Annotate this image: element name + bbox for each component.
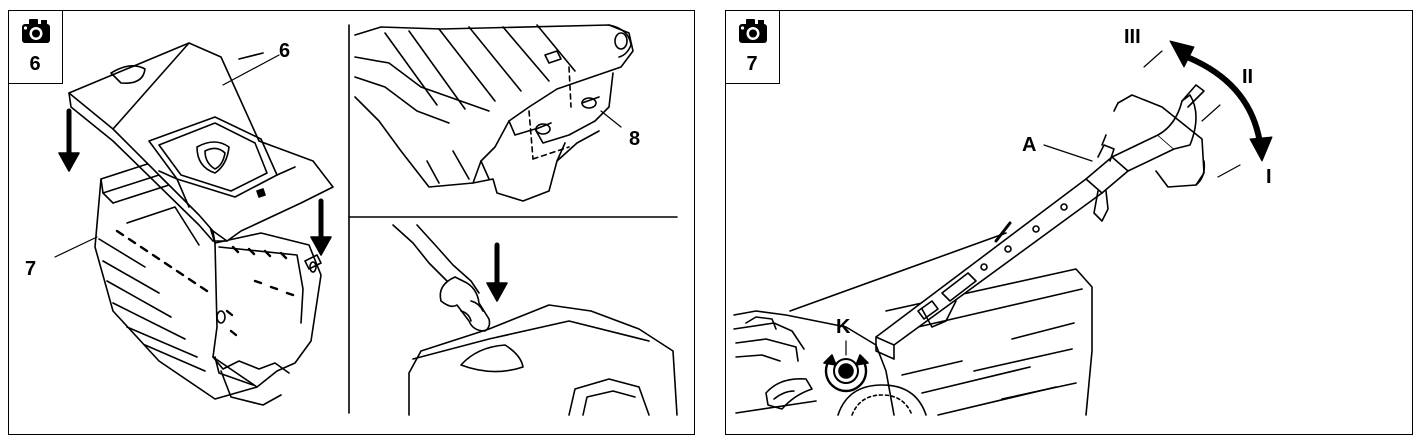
leader-line-a [1043,144,1093,162]
figure-7-panel: 7 [725,10,1413,435]
callout-lid-6: 6 [279,40,291,62]
adjustment-double-arrow [1169,40,1273,162]
figure-number: 6 [29,53,41,75]
down-arrow-right [310,198,332,256]
figure-6-badge: 6 [9,11,63,84]
callout-position-2: II [1242,66,1254,88]
height-knob-drawing [823,354,869,393]
camera-icon [22,19,50,43]
callout-knob-k: K [836,316,851,338]
leader-line-8 [600,110,622,128]
mower-body-drawing [733,268,1093,416]
figure-6-panel: 6 [8,10,695,435]
leader-line-6 [222,54,280,86]
figure-number: 7 [746,53,758,75]
handle-drawing [789,84,1206,360]
camera-icon [739,19,767,43]
callout-pin-8: 8 [629,128,641,150]
bag-mounting-detail-drawing [354,24,634,202]
callout-handle-a: A [1022,134,1037,156]
leader-line-7 [54,236,98,258]
callout-bag-7: 7 [25,258,37,280]
down-arrow-left [58,108,80,172]
callout-position-1: I [1266,166,1272,188]
bag-lid-drawing [68,42,334,242]
pressing-lid-detail-drawing [392,224,678,416]
grass-bag-assembly-illustration [54,24,678,416]
position-marker-lines [1043,50,1241,178]
callout-position-3: III [1124,26,1141,48]
figure-7-badge: 7 [726,11,780,84]
handle-height-adjustment-illustration [733,40,1273,416]
